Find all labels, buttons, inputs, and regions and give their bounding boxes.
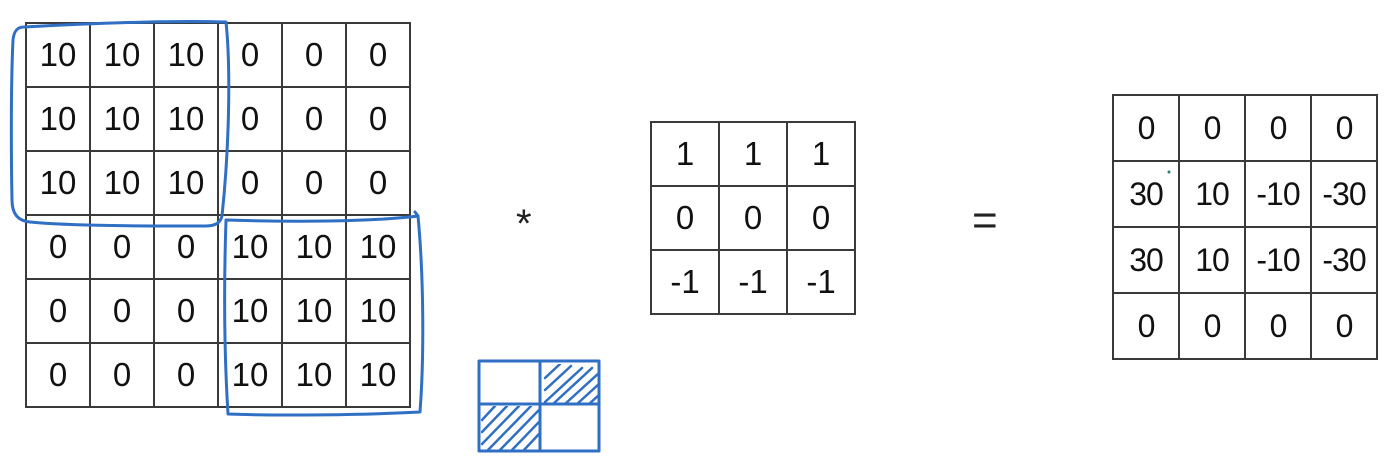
input-matrix-cell: 10: [25, 150, 91, 216]
input-matrix-cell: 10: [217, 278, 283, 344]
bottom-right-region-outline: [223, 214, 425, 417]
input-matrix-cell: 10: [89, 150, 155, 216]
output-matrix-cell: 0: [1178, 94, 1246, 162]
input-matrix-cell: 0: [153, 278, 219, 344]
filter-matrix-cell: 1: [650, 121, 720, 187]
filter-matrix-cell: -1: [786, 249, 856, 315]
output-matrix-cell: 0: [1112, 94, 1180, 162]
top-left-region-outline: [9, 19, 231, 228]
filter-matrix-cell: 0: [650, 185, 720, 251]
input-matrix-cell: 10: [281, 342, 347, 408]
input-matrix-cell: 10: [89, 86, 155, 152]
filter-matrix-cell: 0: [786, 185, 856, 251]
output-matrix-cell: -10: [1244, 226, 1312, 294]
output-sketch-icon: [477, 359, 601, 453]
input-matrix-cell: 10: [153, 86, 219, 152]
output-matrix-cell: -30: [1310, 226, 1378, 294]
input-matrix-cell: 0: [89, 278, 155, 344]
output-matrix-cell: 10: [1178, 226, 1246, 294]
input-matrix-cell: 0: [281, 86, 347, 152]
input-matrix-cell: 0: [281, 150, 347, 216]
input-matrix-cell: 10: [345, 278, 411, 344]
input-matrix-cell: 0: [345, 86, 411, 152]
equals-operator: =: [972, 196, 998, 245]
output-matrix-cell: 10: [1178, 160, 1246, 228]
filter-matrix-cell: 1: [718, 121, 788, 187]
input-matrix-cell: 10: [345, 214, 411, 280]
input-matrix-cell: 0: [153, 342, 219, 408]
output-matrix-cell: 0: [1310, 94, 1378, 162]
input-matrix-cell: 10: [217, 342, 283, 408]
convolution-operator: *: [516, 202, 532, 246]
input-matrix-cell: 0: [345, 150, 411, 216]
output-matrix-cell: 0: [1244, 292, 1312, 360]
input-matrix-cell: 10: [281, 278, 347, 344]
input-matrix-cell: 10: [153, 22, 219, 88]
output-matrix-cell: 0: [1178, 292, 1246, 360]
output-matrix-cell: 0: [1244, 94, 1312, 162]
input-matrix-cell: 10: [89, 22, 155, 88]
output-matrix-cell: -30: [1310, 160, 1378, 228]
input-matrix-cell: 10: [281, 214, 347, 280]
filter-matrix-cell: 0: [718, 185, 788, 251]
output-matrix-cell: -10: [1244, 160, 1312, 228]
output-matrix-cell: 0: [1112, 292, 1180, 360]
input-matrix-cell: 0: [281, 22, 347, 88]
output-matrix-cell: 0: [1310, 292, 1378, 360]
filter-matrix-cell: -1: [718, 249, 788, 315]
filter-matrix-row: -1-1-1: [650, 249, 856, 315]
input-matrix-cell: 10: [25, 22, 91, 88]
input-matrix-cell: 10: [153, 150, 219, 216]
input-matrix-cell: 0: [25, 278, 91, 344]
input-matrix-cell: 10: [25, 86, 91, 152]
input-matrix-cell: 0: [25, 342, 91, 408]
input-matrix-cell: 10: [217, 214, 283, 280]
input-matrix-cell: 0: [89, 342, 155, 408]
input-matrix-cell: 0: [345, 22, 411, 88]
input-matrix-cell: 10: [345, 342, 411, 408]
output-matrix-cell: 30: [1112, 226, 1180, 294]
filter-matrix-cell: 1: [786, 121, 856, 187]
filter-matrix-cell: -1: [650, 249, 720, 315]
